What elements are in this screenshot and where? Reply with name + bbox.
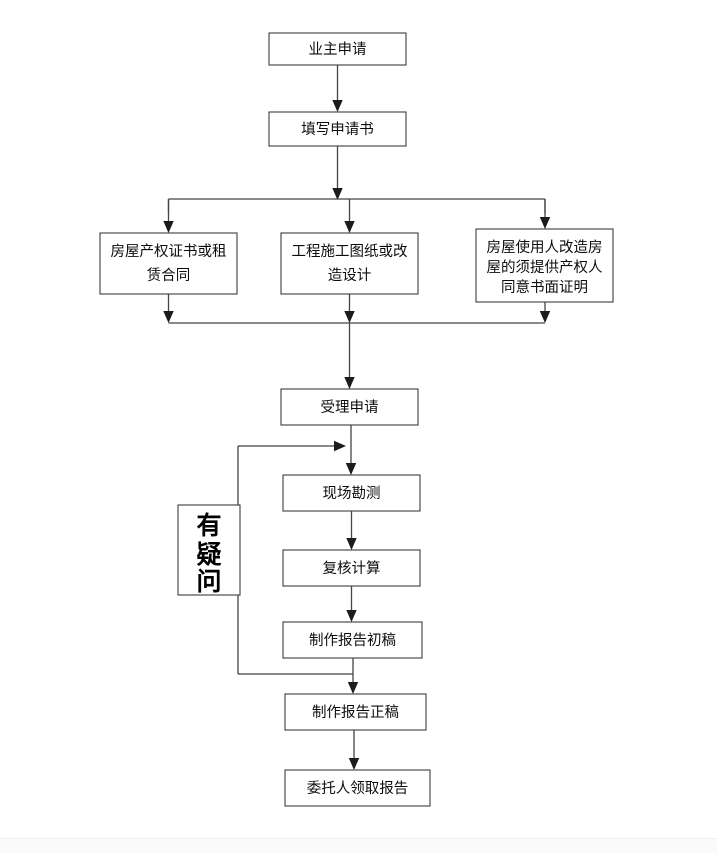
nodes-layer: 业主申请 填写申请书 房屋产权证书或租 赁合同 工程施工图纸或改 造设计 房屋使… [99, 32, 614, 807]
edge-accept-to-survey [345, 425, 357, 475]
node-label: 复核计算 [323, 559, 381, 577]
node-label-line-2: 赁合同 [147, 267, 191, 284]
node-client-collect-report[interactable]: 委托人领取报告 [284, 769, 431, 807]
node-site-survey[interactable]: 现场勘测 [282, 474, 421, 512]
node-label: 受理申请 [321, 399, 379, 416]
edge-docs-merge-to-accept [163, 294, 551, 389]
node-accept-application[interactable]: 受理申请 [280, 388, 419, 426]
node-label: 制作报告初稿 [309, 632, 396, 649]
edge-apply-to-fill [332, 65, 343, 112]
node-label: 委托人领取报告 [307, 780, 409, 797]
edge-split-to-doc-drawing [344, 199, 355, 233]
node-owner-application[interactable]: 业主申请 [268, 32, 407, 66]
vertical-label-char-3: 问 [196, 568, 221, 596]
edge-final-to-collect [348, 730, 360, 770]
vertical-label-char-1: 有 [196, 512, 221, 540]
edge-fill-to-split [167, 146, 546, 213]
node-construction-drawing-document[interactable]: 工程施工图纸或改 造设计 [280, 232, 419, 295]
node-label-line-1: 房屋产权证书或租 [111, 243, 227, 260]
node-produce-draft-report[interactable]: 制作报告初稿 [282, 621, 423, 659]
node-label-line-2: 造设计 [328, 267, 372, 284]
node-label: 填写申请书 [301, 121, 374, 138]
page-footer-band [0, 838, 717, 853]
node-label: 制作报告正稿 [312, 704, 399, 721]
node-label-line-1: 房屋使用人改造房 [487, 239, 603, 256]
edge-split-to-doc-ownership [163, 199, 174, 233]
node-label-line-2: 屋的须提供产权人 [487, 259, 603, 276]
node-label-line-1: 工程施工图纸或改 [292, 243, 408, 260]
node-owner-consent-document[interactable]: 房屋使用人改造房 屋的须提供产权人 同意书面证明 [475, 228, 614, 303]
edge-draft-to-final [347, 658, 359, 694]
node-label: 现场勘测 [323, 485, 381, 502]
node-label-line-3: 同意书面证明 [501, 278, 588, 296]
node-produce-final-report[interactable]: 制作报告正稿 [284, 693, 427, 731]
node-has-doubt-loopback-label[interactable]: 有 疑 问 [177, 504, 241, 596]
node-fill-application-form[interactable]: 填写申请书 [268, 111, 407, 147]
edge-split-to-doc-consent [539, 199, 551, 229]
node-review-calculation[interactable]: 复核计算 [282, 549, 421, 587]
edge-survey-to-recalc [346, 511, 357, 550]
node-ownership-or-lease-document[interactable]: 房屋产权证书或租 赁合同 [99, 232, 238, 295]
node-label: 业主申请 [309, 41, 367, 58]
edge-recalc-to-draft [346, 586, 357, 622]
vertical-label-char-2: 疑 [196, 541, 221, 569]
